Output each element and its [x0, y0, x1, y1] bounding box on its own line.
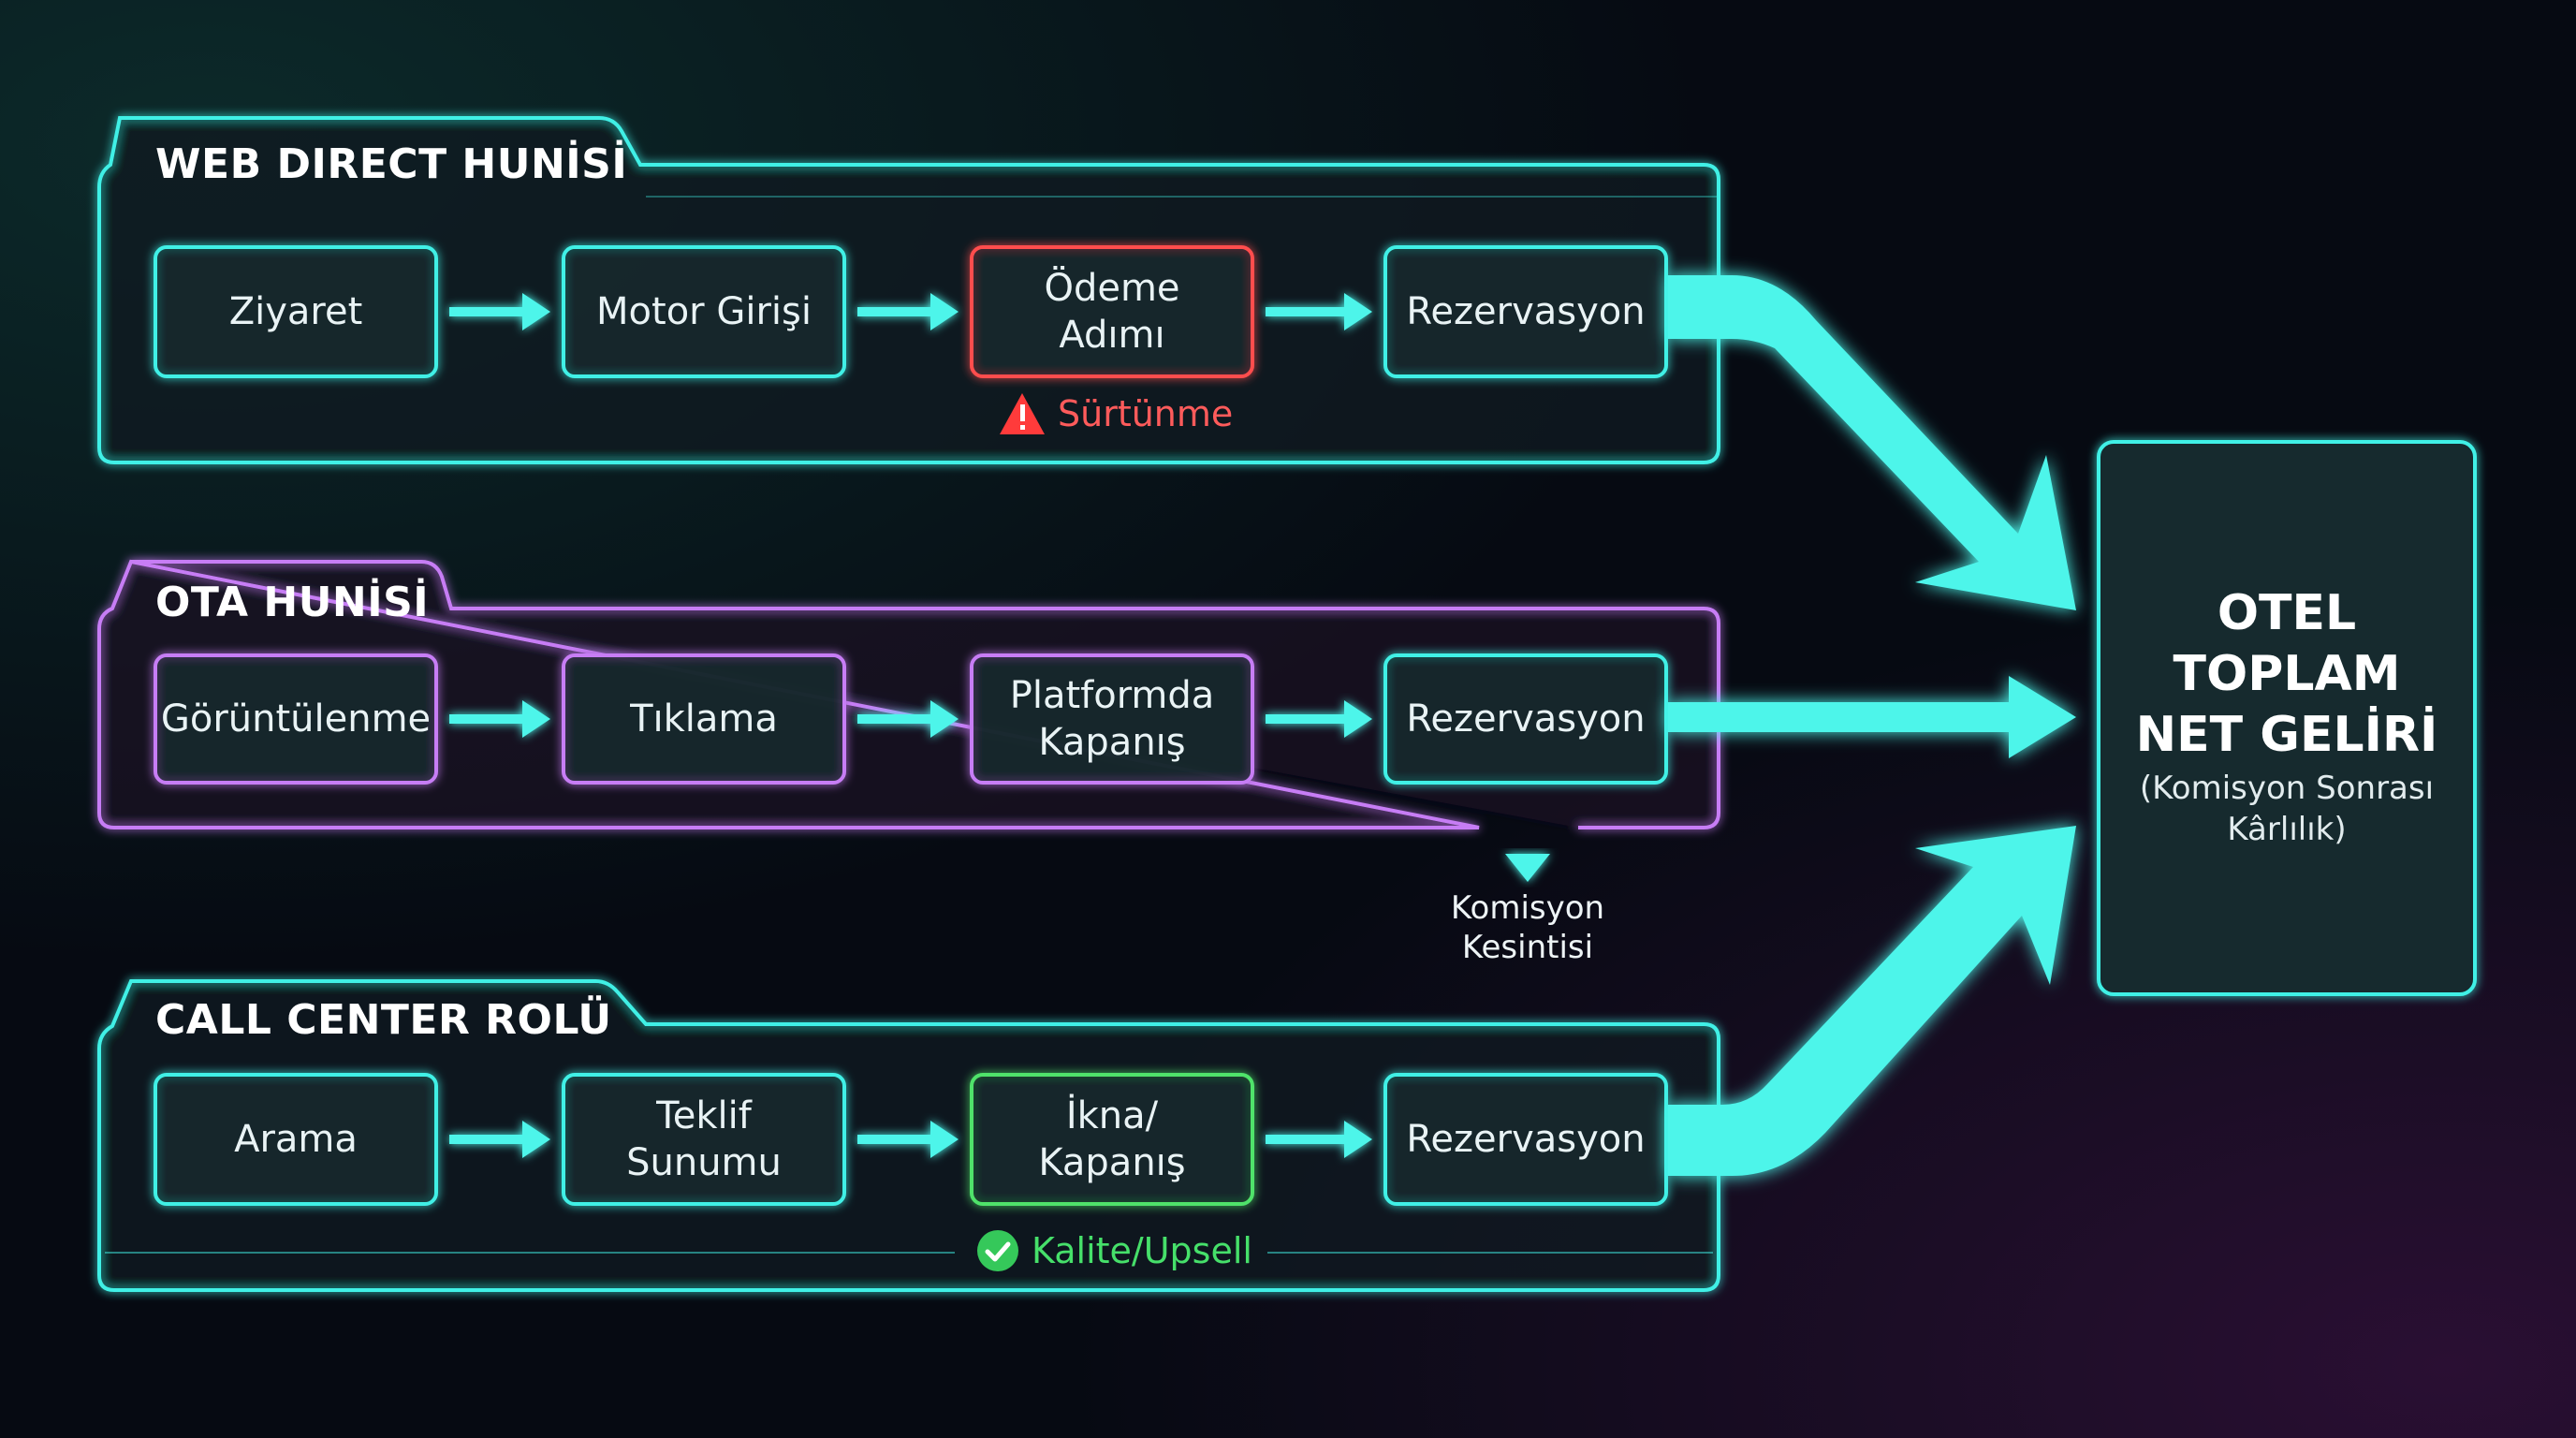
- ota-step-box-2: [562, 653, 846, 785]
- result-box: [2097, 440, 2477, 996]
- ota-step-arrow-3: [1266, 700, 1372, 738]
- commission-down-arrowhead: [1505, 854, 1550, 882]
- web-step-arrow-1: [449, 293, 550, 330]
- web-step-box-4: [1383, 245, 1668, 378]
- quality-note: Kalite/Upsell: [1032, 1230, 1252, 1271]
- call-step-arrow-1: [449, 1121, 550, 1158]
- ota-step-box-4: [1383, 653, 1668, 785]
- ota-step-arrow-1: [449, 700, 550, 738]
- ota-title: OTA HUNİSİ: [155, 579, 430, 626]
- call-step-arrow-3: [1266, 1121, 1372, 1158]
- call-step-box-1: [154, 1073, 438, 1206]
- ota-to-result-arrow: [1668, 676, 2076, 758]
- web-direct-title: WEB DIRECT HUNİSİ: [155, 140, 628, 188]
- friction-label: Sürtünme: [1058, 393, 1234, 434]
- call-step-arrow-2: [857, 1121, 959, 1158]
- web-direct-panel: [97, 116, 1720, 464]
- check-circle-icon: [977, 1230, 1018, 1271]
- call-step-box-3: [970, 1073, 1254, 1206]
- web-step-box-1: [154, 245, 438, 378]
- ota-step-box-3: [970, 653, 1254, 785]
- quality-label: Kalite/Upsell: [1032, 1230, 1252, 1271]
- call-center-to-result-arrow: [1668, 826, 2076, 1176]
- call-step-box-4: [1383, 1073, 1668, 1206]
- ota-panel: [97, 559, 1720, 829]
- web-to-result-arrow: [1668, 275, 2076, 610]
- web-step-box-2: [562, 245, 846, 378]
- call-step-box-2: [562, 1073, 846, 1206]
- warning-triangle-icon: [1000, 393, 1045, 434]
- ota-step-box-1: [154, 653, 438, 785]
- call-center-title: CALL CENTER ROLÜ: [155, 996, 612, 1044]
- web-step-box-3: [970, 245, 1254, 378]
- web-step-arrow-3: [1266, 293, 1372, 330]
- ota-step-arrow-2: [857, 700, 959, 738]
- web-step-arrow-2: [857, 293, 959, 330]
- friction-note: Sürtünme: [1058, 393, 1233, 434]
